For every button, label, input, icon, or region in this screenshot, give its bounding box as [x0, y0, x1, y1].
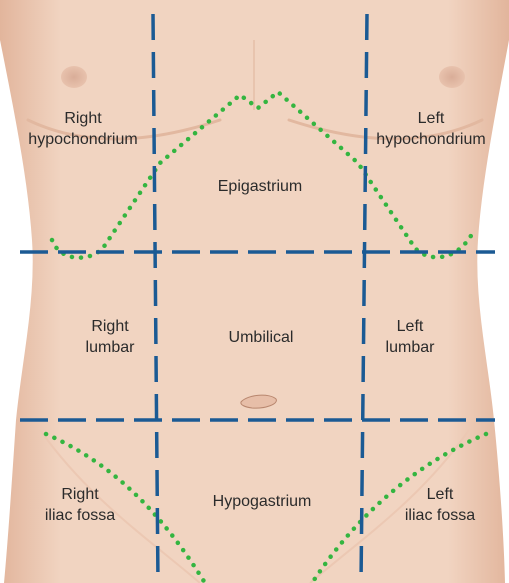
- label-left-lumbar: Left lumbar: [386, 316, 435, 358]
- label-left-hypochondrium: Left hypochondrium: [376, 108, 485, 150]
- label-left-iliac-fossa: Left iliac fossa: [405, 484, 475, 526]
- label-right-iliac-fossa: Right iliac fossa: [45, 484, 115, 526]
- left-nipple: [439, 66, 465, 88]
- right-nipple: [61, 66, 87, 88]
- label-right-lumbar: Right lumbar: [86, 316, 135, 358]
- label-epigastrium: Epigastrium: [218, 176, 302, 197]
- label-hypogastrium: Hypogastrium: [213, 491, 312, 512]
- label-umbilical: Umbilical: [229, 327, 294, 348]
- label-right-hypochondrium: Right hypochondrium: [28, 108, 137, 150]
